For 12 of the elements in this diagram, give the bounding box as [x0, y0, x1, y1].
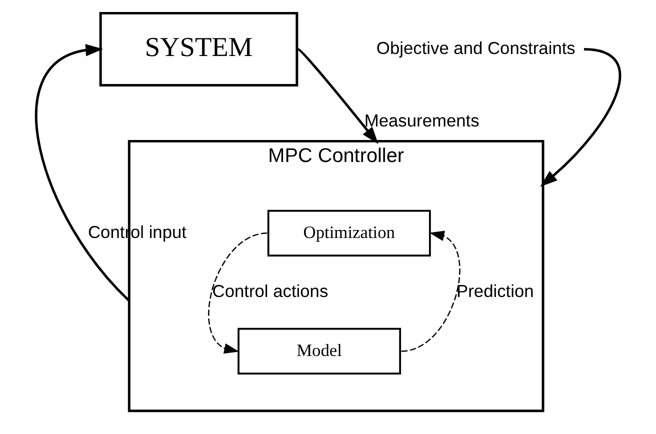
edge-label: Prediction — [456, 280, 534, 301]
arrow — [35, 44, 130, 302]
edge-label: Measurements — [364, 110, 480, 131]
arrow — [401, 230, 460, 352]
arrow — [298, 48, 378, 144]
arrow — [540, 48, 621, 187]
node-box: Optimization — [267, 210, 431, 256]
node-box: SYSTEM — [99, 12, 298, 86]
arrow — [208, 232, 268, 354]
edge-label: Control actions — [212, 280, 328, 301]
node-text: Objective and Constraints — [376, 38, 576, 58]
node-box: Model — [238, 328, 402, 375]
